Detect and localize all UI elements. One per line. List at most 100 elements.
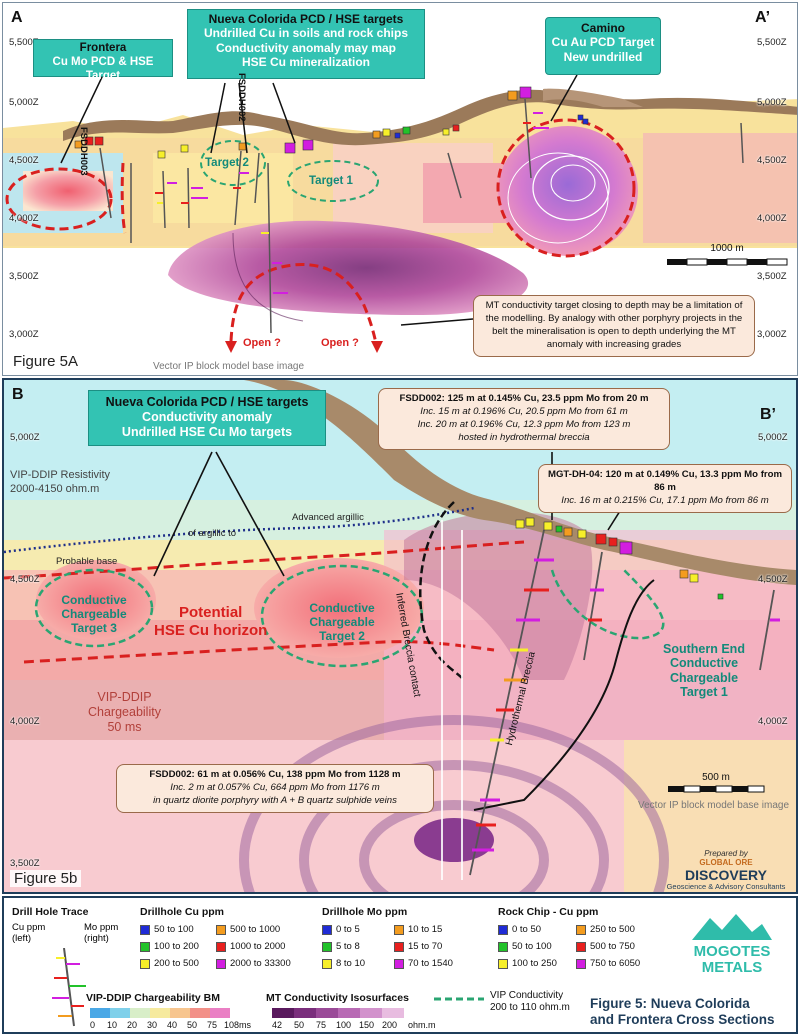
note-line: Inc. 2 m at 0.057% Cu, 664 ppm Mo from 1… (170, 781, 380, 793)
elevation-label: 4,500Z (10, 574, 40, 585)
mt-conductivity-note: MT conductivity target closing to depth … (473, 295, 755, 357)
ramp-tick: 30 (147, 1020, 158, 1030)
cu-legend-item: 50 to 100 (140, 924, 194, 935)
ramp-step (150, 1008, 170, 1018)
ramp-step (190, 1008, 210, 1018)
elevation-label: 4,500Z (758, 574, 788, 585)
drill-trace-line: Cu ppm (12, 922, 46, 933)
swatch (394, 958, 404, 969)
camino-line: Cu Au PCD Target (551, 35, 655, 50)
drill-trace-cu-label: Cu ppm (left) (12, 922, 45, 945)
conductivity-color-ramp (272, 1008, 404, 1018)
section-a-start-label: A (11, 9, 23, 26)
section-a-end-label: A’ (755, 9, 771, 26)
elevation-label: 4,500Z (9, 155, 39, 166)
note-line: Inc. 16 m at 0.215% Cu, 17.1 ppm Mo from… (561, 494, 769, 506)
rock-chip-legend-item: 100 to 250 (498, 958, 557, 969)
elevation-label: 5,500Z (757, 37, 787, 48)
swatch (576, 958, 586, 969)
mogotes-logo-text: MOGOTES METALS (682, 944, 782, 976)
target-3-line: Target 3 (71, 620, 117, 635)
legend-text: 100 to 200 (154, 941, 199, 952)
ramp-tick: 50 (294, 1020, 305, 1030)
hse-horizon-line: HSE Cu horizon (154, 622, 268, 639)
legend-text: 200 to 500 (154, 958, 199, 969)
ramp-tick: 10 (107, 1020, 118, 1030)
figure-title-line: and Frontera Cross Sections (590, 1012, 775, 1028)
section-a-panel: A A’ 5,500Z 5,000Z 4,500Z 4,000Z 3,500Z … (2, 2, 798, 376)
rock-chip-legend-item: 500 to 750 (576, 941, 635, 952)
swatch (498, 958, 508, 969)
target-3-line: Chargeable (61, 606, 127, 621)
camino-line: New undrilled (563, 49, 643, 64)
logo-line: DISCOVERY (685, 866, 767, 883)
conductivity-legend-title: MT Conductivity Isosurfaces (266, 992, 409, 1004)
legend-text: 0 to 50 (512, 924, 542, 935)
mo-legend-title: Drillhole Mo ppm (322, 906, 408, 918)
target-2-line: Chargeable (309, 614, 375, 629)
section-b-end-label: B’ (760, 406, 776, 423)
ramp-step (170, 1008, 190, 1018)
swatch (322, 941, 332, 952)
legend-text: 70 to 1540 (408, 958, 453, 969)
global-ore-discovery-logo: Prepared by GLOBAL ORE DISCOVERY Geoscie… (660, 849, 792, 891)
target-1-line: Southern End (663, 642, 745, 656)
logo-line: Geoscience & Advisory Consultants (666, 881, 786, 891)
swatch (140, 958, 150, 969)
hse-horizon-line: Potential (178, 604, 243, 621)
argillic-label-right: Advanced argillic (292, 512, 364, 523)
figure-5a-label: Figure 5A (9, 353, 83, 370)
ramp-step (382, 1008, 404, 1018)
resistivity-label: VIP-DDIP Resistivity 2000-4150 ohm.m (10, 468, 110, 497)
section-b-start-label: B (12, 386, 24, 403)
target-2-b-label: Conductive Chargeable Target 2 (296, 601, 388, 643)
scale-bar-label: 1000 m (710, 243, 744, 254)
mo-legend-item: 70 to 1540 (394, 958, 453, 969)
ramp-tick: 0 (90, 1020, 96, 1030)
nueva-b-line: Conductivity anomaly (142, 410, 272, 424)
swatch (322, 924, 332, 935)
argillic-label-left: of argillic to (188, 528, 237, 539)
mgt-dh-04-note: MGT-DH-04: 120 m at 0.149% Cu, 13.3 ppm … (538, 464, 792, 513)
vip-conductivity-line-icon (434, 997, 484, 1001)
vip-line: VIP Conductivity (490, 990, 564, 1001)
elevation-label: 5,000Z (758, 432, 788, 443)
legend-text: 10 to 15 (408, 924, 443, 935)
base-image-caption: Vector IP block model base image (153, 361, 305, 372)
cu-legend-title: Drillhole Cu ppm (140, 906, 224, 918)
elevation-label: 4,500Z (757, 155, 787, 166)
swatch (576, 924, 586, 935)
target-1-line: Chargeable (669, 670, 739, 685)
ramp-step (90, 1008, 110, 1018)
elevation-label: 3,000Z (9, 329, 39, 340)
cu-legend-item: 200 to 500 (140, 958, 199, 969)
ramp-tick: 40 (167, 1020, 178, 1030)
ramp-tick: 200 (382, 1020, 398, 1030)
fsdd002-deep-note: FSDD002: 61 m at 0.056% Cu, 138 ppm Mo f… (116, 764, 434, 813)
cu-legend-item: 1000 to 2000 (216, 941, 285, 952)
ramp-tick: 75 (207, 1020, 218, 1030)
chargeability-line: Chargeability (88, 705, 161, 719)
figure-title: Figure 5: Nueva Colorida and Frontera Cr… (590, 996, 775, 1028)
resistivity-line: 2000-4150 ohm.m (10, 483, 100, 496)
rock-chip-legend-item: 50 to 100 (498, 941, 552, 952)
ramp-tick: 20 (127, 1020, 138, 1030)
figure-5b-label: Figure 5b (10, 870, 82, 887)
rock-chip-legend-title: Rock Chip - Cu ppm (498, 906, 599, 918)
probable-base-label: Probable base (56, 556, 118, 567)
ramp-tick: 108ms (224, 1020, 252, 1030)
nueva-title: Nueva Colorida PCD / HSE targets (208, 12, 404, 26)
target-2-line: Conductive (309, 601, 375, 615)
legend-text: 100 to 250 (512, 958, 557, 969)
frontera-title: Frontera (79, 42, 127, 54)
elevation-label: 5,500Z (9, 37, 39, 48)
swatch (216, 941, 226, 952)
nueva-line: Undrilled Cu in soils and rock chips (203, 26, 409, 41)
ramp-tick: 50 (187, 1020, 198, 1030)
legend-text: 50 to 100 (154, 924, 194, 935)
ramp-tick: 75 (316, 1020, 327, 1030)
rock-chip-legend-item: 750 to 6050 (576, 958, 640, 969)
logo-line: GLOBAL ORE (699, 857, 753, 867)
target-2-line: Target 2 (319, 628, 365, 643)
cu-legend-item: 100 to 200 (140, 941, 199, 952)
